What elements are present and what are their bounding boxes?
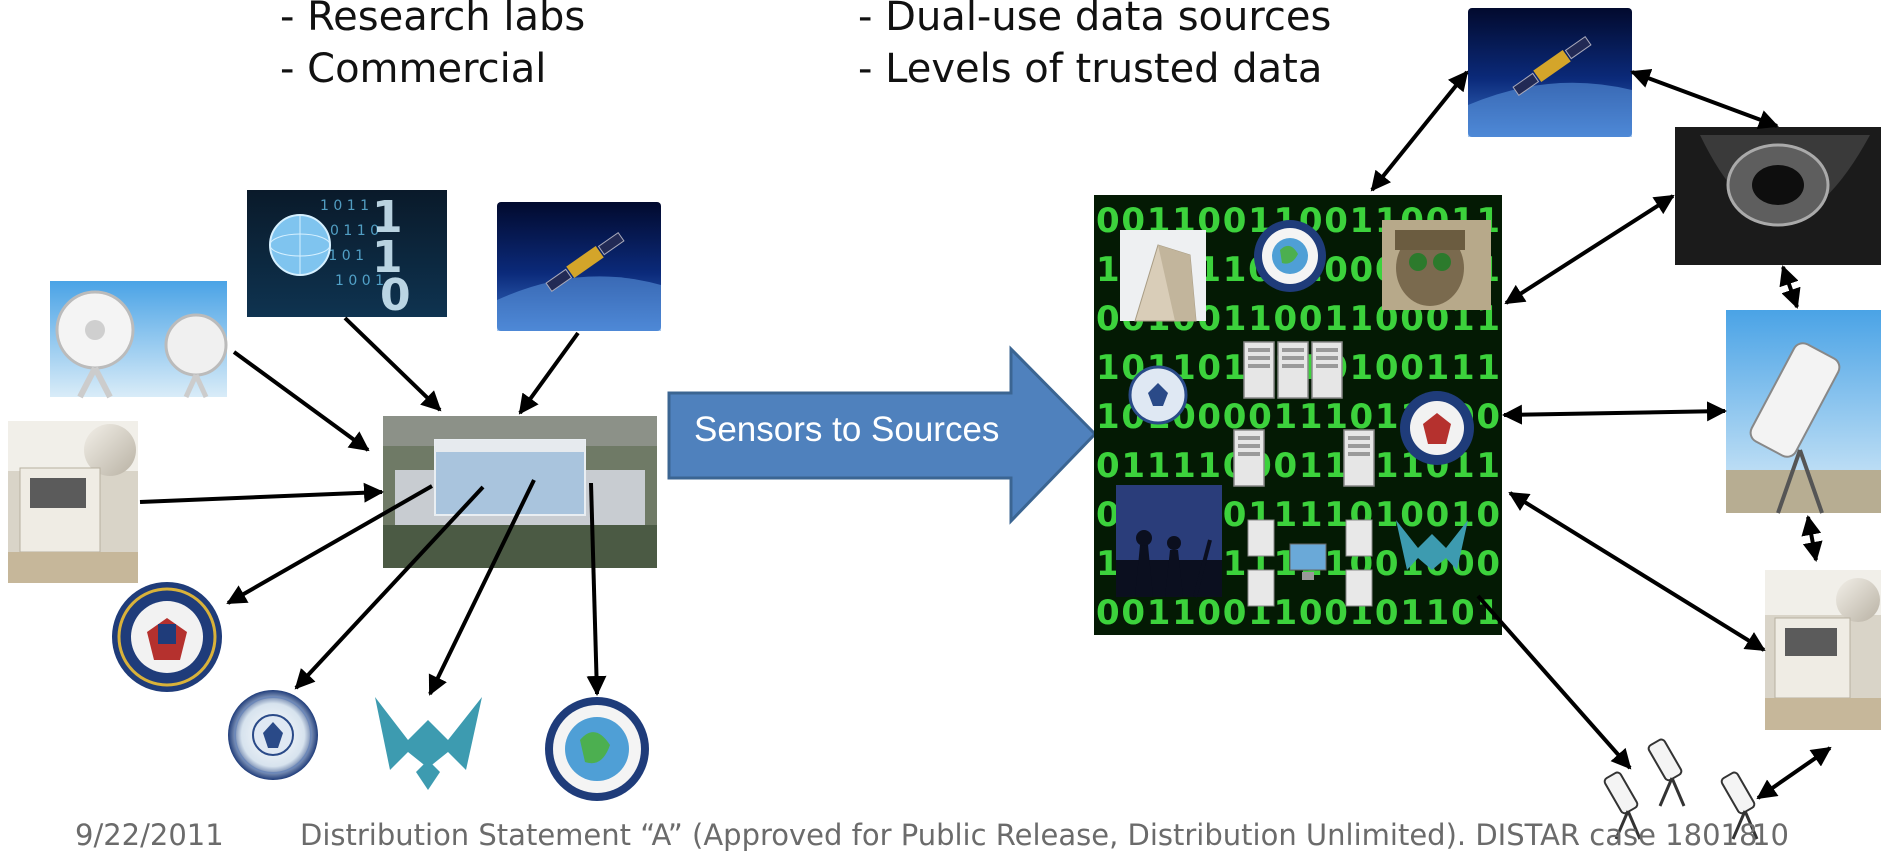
telescope-photo xyxy=(1726,310,1881,514)
bullet-trusted-data: - Levels of trusted data xyxy=(858,46,1323,92)
globe-matrix-photo: 1 0 1 10 1 1 0 1 1 0 11 0 0 1 110 xyxy=(247,190,447,321)
satellite-photo xyxy=(497,202,661,331)
stargazers-photo xyxy=(1116,485,1222,598)
svg-text:0 1 1 0: 0 1 1 0 xyxy=(330,223,379,239)
seal-globe xyxy=(1254,220,1326,292)
bullet-dual-use: - Dual-use data sources xyxy=(858,0,1332,40)
building-photo xyxy=(1120,230,1206,322)
nro-seal xyxy=(1128,365,1188,425)
svg-text:0: 0 xyxy=(380,270,411,321)
air-force-symbol xyxy=(375,697,482,790)
svg-text:1: 1 xyxy=(372,192,403,243)
nro-seal xyxy=(228,690,318,780)
observatory-photo xyxy=(1765,570,1881,730)
footer-date: 9/22/2011 xyxy=(75,818,224,852)
bullet-commercial: - Commercial xyxy=(280,46,547,92)
radio-dish-array-photo xyxy=(50,281,228,399)
svg-text:1: 1 xyxy=(372,232,403,283)
bullet-research-labs: - Research labs xyxy=(280,0,586,40)
sensors-to-sources-arrow xyxy=(667,345,1098,525)
binary-row: 0011001100101101 xyxy=(1096,593,1500,633)
svg-text:1 0 0 1: 1 0 0 1 xyxy=(335,273,384,289)
nro-globe-seal xyxy=(545,697,649,801)
soldier-photo xyxy=(1382,220,1491,310)
observatory-photo xyxy=(8,421,138,583)
air-force-symbol xyxy=(1396,520,1468,570)
dod-seal xyxy=(112,582,222,692)
arrow-label: Sensors to Sources xyxy=(694,410,1000,449)
left-connectors xyxy=(139,316,607,696)
footer-page-number: 10 xyxy=(1752,818,1789,852)
satellite-photo xyxy=(1468,8,1632,137)
telescope-interior-photo xyxy=(1675,127,1881,265)
right-connectors xyxy=(1370,68,1832,800)
computer-network xyxy=(1247,519,1373,607)
footer-distribution-statement: Distribution Statement “A” (Approved for… xyxy=(300,818,1767,852)
svg-text:1 0 1 1: 1 0 1 1 xyxy=(320,198,369,214)
dod-seal xyxy=(1400,391,1474,465)
